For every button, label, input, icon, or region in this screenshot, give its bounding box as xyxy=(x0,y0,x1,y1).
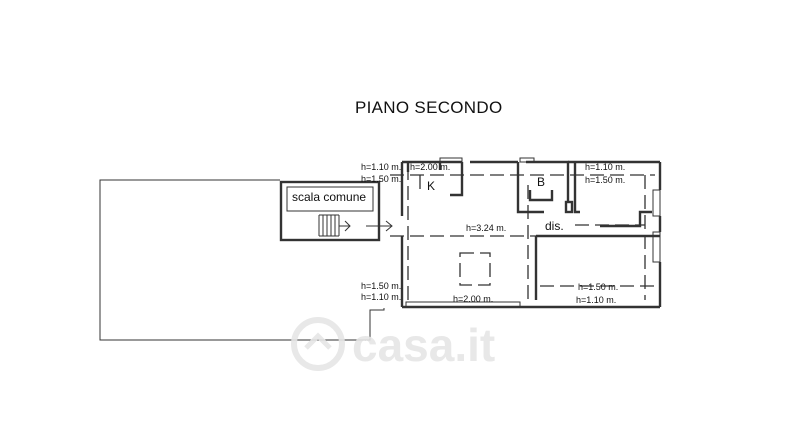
height-label: h=1.50 m. xyxy=(361,281,401,291)
height-label: h=1.10 m. xyxy=(361,292,401,302)
watermark-logo-icon xyxy=(291,317,345,371)
plan-title: PIANO SECONDO xyxy=(355,98,502,117)
label-stair: scala comune xyxy=(292,190,366,204)
height-label: h=1.10 m. xyxy=(576,295,616,305)
adjacent-area-outline xyxy=(99,179,385,341)
watermark: casa.it xyxy=(291,317,495,371)
height-label: h=2.00 m. xyxy=(453,294,493,304)
label-bath: B xyxy=(537,175,545,189)
height-label: h=1.10 m. xyxy=(585,162,625,172)
height-label: h=2.00 m. xyxy=(410,162,450,172)
skylight xyxy=(459,252,491,286)
height-lines xyxy=(390,166,656,304)
windows xyxy=(405,157,661,308)
entrance-arrow-icon xyxy=(366,220,393,232)
height-label: h=1.50 m. xyxy=(585,175,625,185)
stair-block xyxy=(279,180,381,242)
watermark-text: casa.it xyxy=(352,319,495,371)
label-hall: dis. xyxy=(545,219,564,233)
height-label: h=1.50 m. xyxy=(578,282,618,292)
label-kitchen: K xyxy=(427,179,435,193)
height-label: h=3.24 m. xyxy=(466,223,506,233)
height-label: h=1.10 m. xyxy=(361,162,401,172)
height-label: h=1.50 m. xyxy=(361,174,401,184)
